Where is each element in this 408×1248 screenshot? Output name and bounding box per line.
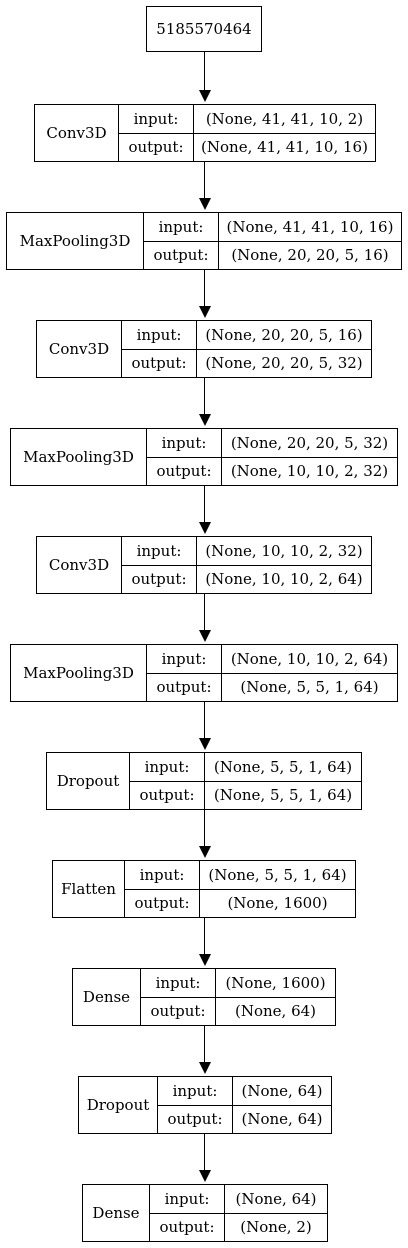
output-label: output: (130, 780, 204, 810)
layer-node-conv3d-2: Conv3D input: output: (None, 20, 20, 5, … (36, 320, 372, 378)
input-label: input: (158, 217, 204, 236)
layer-type: Flatten (53, 861, 125, 917)
arrowhead-icon (199, 846, 211, 858)
edge-root-to-layer-0 (204, 52, 205, 94)
input-label: input: (136, 541, 182, 560)
input-shape: (None, 20, 20, 5, 32) (230, 433, 389, 452)
layer-type: Conv3D (35, 105, 119, 161)
arrowhead-icon (199, 414, 211, 426)
output-label: output: (122, 348, 196, 378)
arrowhead-icon (199, 954, 211, 966)
layer-type: Dropout (79, 1077, 158, 1133)
output-label: output: (122, 564, 196, 594)
layer-type: Conv3D (37, 321, 122, 377)
arrowhead-icon (199, 1170, 211, 1182)
model-input-node: 5185570464 (146, 6, 262, 52)
edge-layer-2-to-3 (204, 378, 205, 418)
arrowhead-icon (199, 306, 211, 318)
model-input-label: 5185570464 (156, 20, 252, 38)
output-shape: (None, 64) (216, 996, 335, 1026)
input-label: input: (139, 865, 185, 884)
edge-layer-7-to-8 (204, 918, 205, 958)
layer-type: Conv3D (37, 537, 122, 593)
input-label: input: (172, 1081, 218, 1100)
input-shape: (None, 10, 10, 2, 64) (230, 649, 389, 668)
layer-type: MaxPooling3D (7, 213, 144, 269)
output-shape: (None, 41, 41, 10, 16) (194, 132, 375, 162)
layer-node-conv3d-3: Conv3D input: output: (None, 10, 10, 2, … (36, 536, 372, 594)
input-label: input: (161, 433, 207, 452)
input-shape: (None, 41, 41, 10, 2) (205, 109, 364, 128)
edge-layer-8-to-9 (204, 1026, 205, 1066)
layer-node-dense-2: Dense input: output: (None, 64) (None, 2… (82, 1184, 328, 1242)
output-label: output: (125, 888, 199, 918)
layer-node-dropout-2: Dropout input: output: (None, 64) (None,… (78, 1076, 332, 1134)
output-label: output: (147, 672, 221, 702)
input-label: input: (155, 973, 201, 992)
output-shape: (None, 5, 5, 1, 64) (205, 780, 361, 810)
arrowhead-icon (199, 522, 211, 534)
layer-type: MaxPooling3D (11, 645, 147, 701)
output-label: output: (158, 1104, 232, 1134)
arrowhead-icon (199, 630, 211, 642)
edge-layer-9-to-10 (204, 1134, 205, 1174)
layer-type: Dense (73, 969, 141, 1025)
output-shape: (None, 20, 20, 5, 16) (219, 240, 401, 270)
output-shape: (None, 2) (225, 1212, 327, 1242)
edge-layer-3-to-4 (204, 486, 205, 526)
input-label: input: (144, 757, 190, 776)
layer-node-maxpooling3d-3: MaxPooling3D input: output: (None, 10, 1… (10, 644, 398, 702)
input-shape: (None, 41, 41, 10, 16) (226, 217, 394, 236)
input-label: input: (164, 1189, 210, 1208)
input-label: input: (136, 325, 182, 344)
input-shape: (None, 10, 10, 2, 32) (205, 541, 363, 560)
output-label: output: (150, 1212, 224, 1242)
input-label: input: (133, 109, 179, 128)
output-label: output: (144, 240, 218, 270)
edge-layer-4-to-5 (204, 594, 205, 634)
output-shape: (None, 10, 10, 2, 64) (197, 564, 371, 594)
arrowhead-icon (199, 90, 211, 102)
input-shape: (None, 5, 5, 1, 64) (213, 757, 353, 776)
input-shape: (None, 1600) (225, 973, 326, 992)
layer-node-dense-1: Dense input: output: (None, 1600) (None,… (72, 968, 336, 1026)
arrowhead-icon (199, 738, 211, 750)
layer-type: MaxPooling3D (11, 429, 147, 485)
edge-layer-1-to-2 (204, 270, 205, 310)
layer-node-conv3d-1: Conv3D input: output: (None, 41, 41, 10,… (34, 104, 376, 162)
output-shape: (None, 10, 10, 2, 32) (222, 456, 397, 486)
input-shape: (None, 64) (241, 1081, 323, 1100)
arrowhead-icon (199, 1062, 211, 1074)
layer-node-maxpooling3d-2: MaxPooling3D input: output: (None, 20, 2… (10, 428, 398, 486)
layer-type: Dense (83, 1185, 150, 1241)
input-label: input: (161, 649, 207, 668)
output-label: output: (119, 132, 193, 162)
input-shape: (None, 64) (235, 1189, 317, 1208)
edge-layer-0-to-1 (204, 162, 205, 202)
output-label: output: (147, 456, 221, 486)
layer-node-dropout-1: Dropout input: output: (None, 5, 5, 1, 6… (46, 752, 362, 810)
output-shape: (None, 64) (233, 1104, 331, 1134)
output-shape: (None, 20, 20, 5, 32) (197, 348, 371, 378)
output-label: output: (141, 996, 215, 1026)
output-shape: (None, 1600) (200, 888, 355, 918)
arrowhead-icon (199, 198, 211, 210)
layer-type: Dropout (47, 753, 130, 809)
input-shape: (None, 5, 5, 1, 64) (208, 865, 347, 884)
edge-layer-5-to-6 (204, 702, 205, 742)
layer-node-maxpooling3d-1: MaxPooling3D input: output: (None, 41, 4… (6, 212, 402, 270)
output-shape: (None, 5, 5, 1, 64) (222, 672, 397, 702)
edge-layer-6-to-7 (204, 810, 205, 850)
layer-node-flatten: Flatten input: output: (None, 5, 5, 1, 6… (52, 860, 356, 918)
input-shape: (None, 20, 20, 5, 16) (205, 325, 363, 344)
